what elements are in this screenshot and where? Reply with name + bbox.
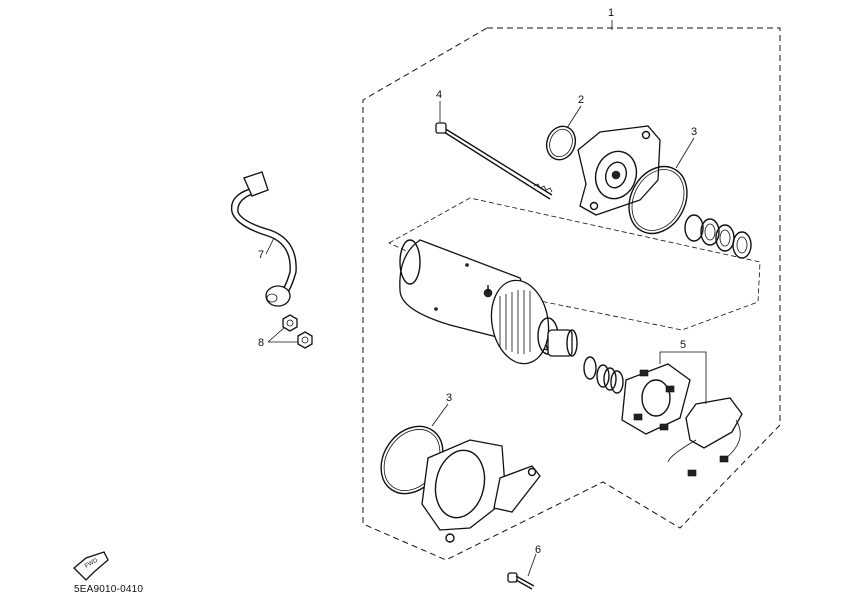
rear-cover — [421, 439, 541, 543]
callout-2-leader — [566, 105, 582, 129]
callout-2: 2 — [578, 94, 584, 106]
nuts — [282, 314, 313, 349]
o-ring-large-top — [628, 165, 688, 235]
callout-8: 8 — [258, 337, 264, 349]
o-ring-small — [545, 125, 577, 161]
callout-7-leader — [265, 237, 275, 255]
brush-holder — [621, 363, 691, 435]
callout-5: 5 — [680, 339, 686, 351]
spring-washer-stack — [596, 364, 624, 394]
callout-6-leader — [527, 553, 537, 577]
callout-1: 1 — [608, 7, 614, 19]
lead-wire — [230, 171, 297, 307]
spacer-washer — [583, 356, 597, 380]
callout-3b-leader — [431, 403, 449, 427]
callout-3-bottom: 3 — [446, 392, 452, 404]
washer-stack — [684, 214, 752, 259]
front-cover-bracket — [577, 125, 661, 216]
callout-3-leader — [675, 137, 695, 169]
callout-8-leader-a — [267, 327, 285, 343]
callout-6: 6 — [535, 544, 541, 556]
assembly-outline — [362, 27, 781, 561]
callout-5-bracket — [659, 351, 707, 404]
mounting-bolt — [507, 572, 535, 590]
brush-plate — [667, 397, 743, 477]
diagram-code: 5EA9010-0410 — [74, 584, 144, 595]
starter-motor-body — [399, 239, 578, 365]
callout-4: 4 — [436, 89, 442, 101]
fwd-arrow-icon: FWD — [73, 551, 109, 581]
callout-3: 3 — [691, 126, 697, 138]
through-bolt — [435, 122, 553, 200]
callout-7: 7 — [258, 249, 264, 261]
